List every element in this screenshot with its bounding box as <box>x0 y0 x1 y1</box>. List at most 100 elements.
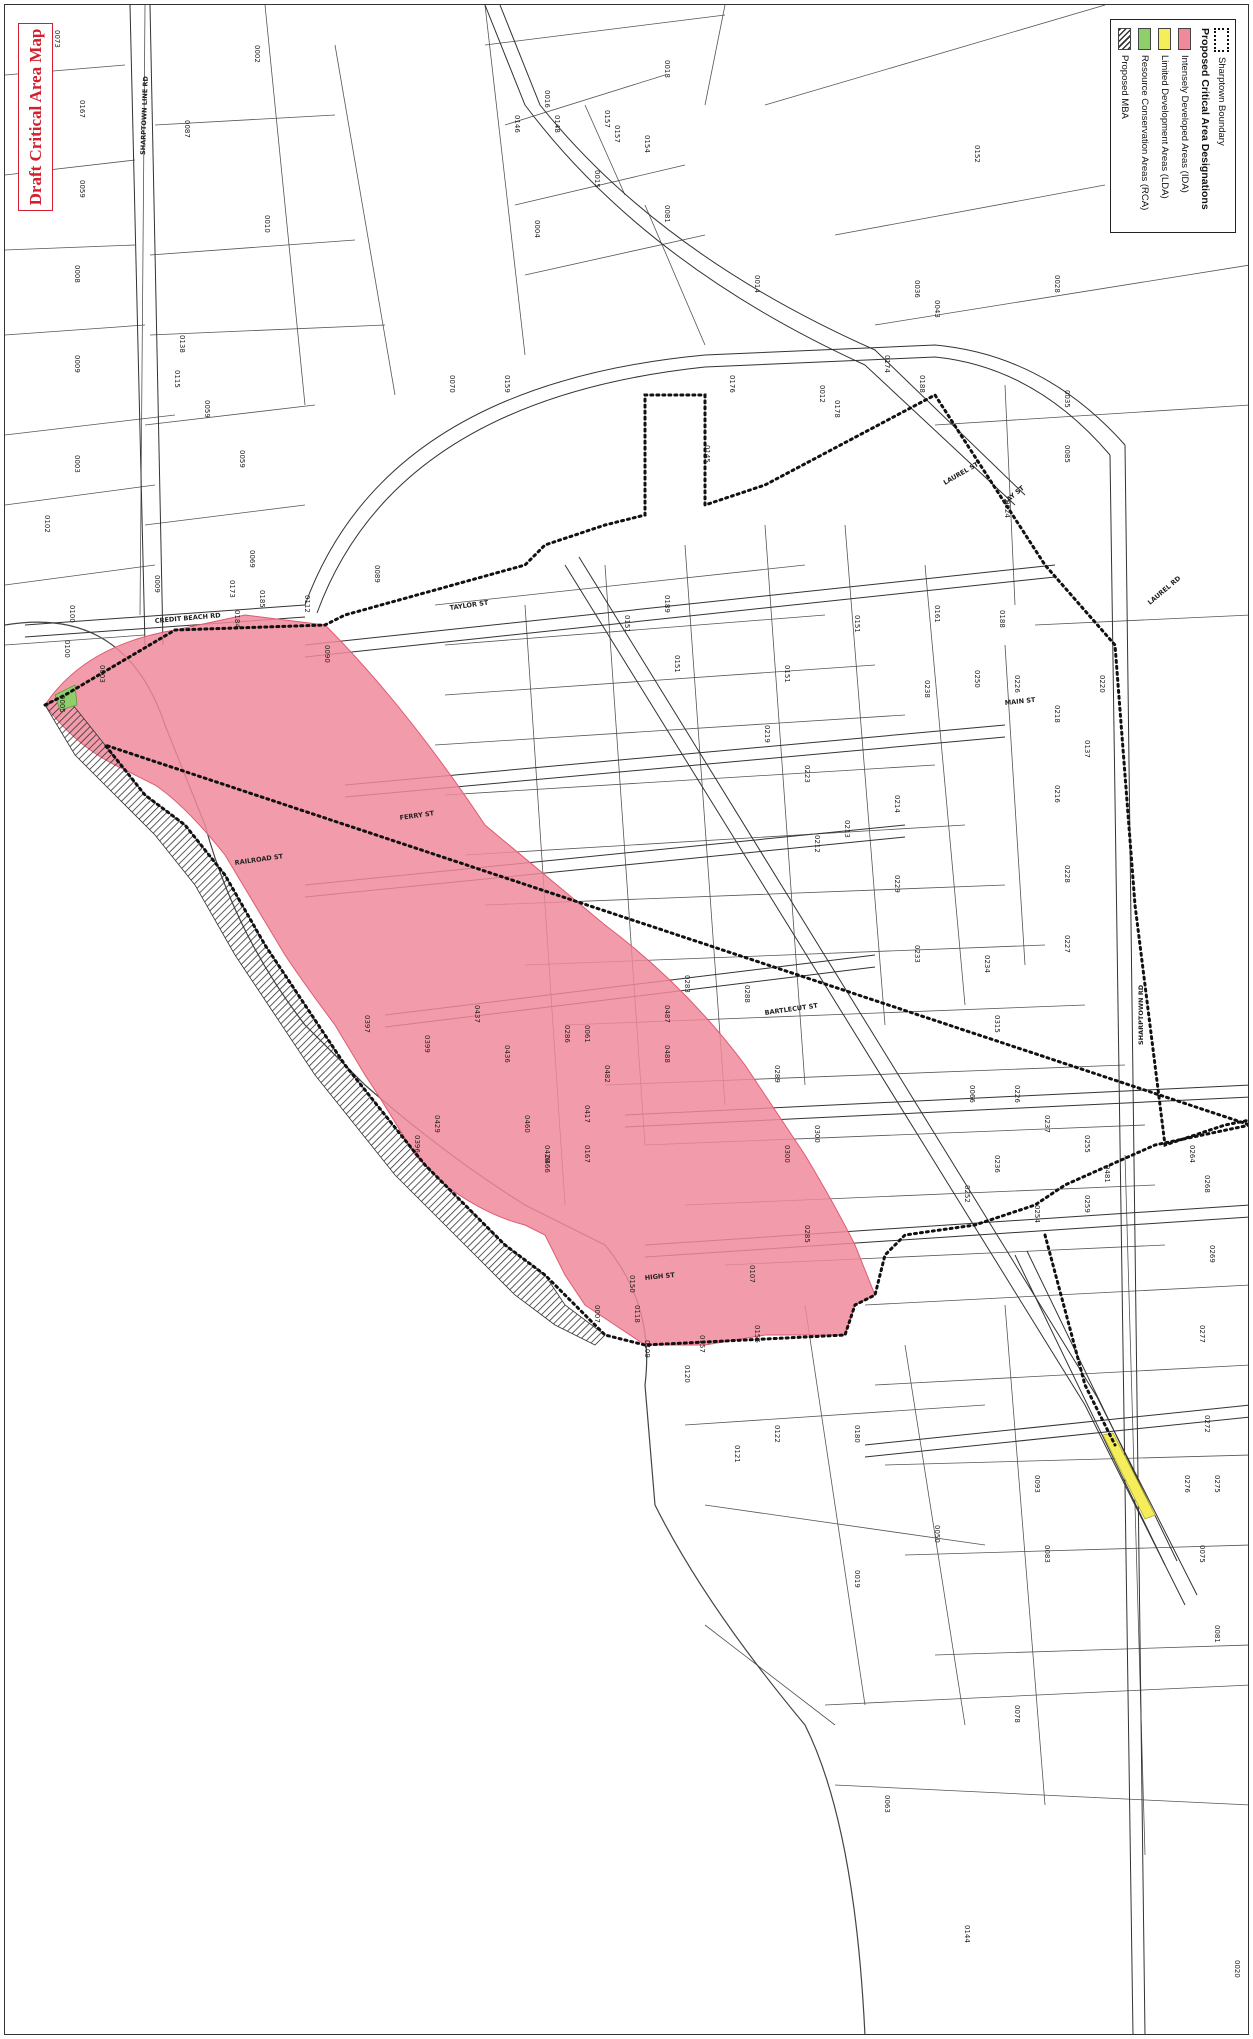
parcel-label: 0269 <box>1208 1245 1216 1263</box>
parcel-label: 0226 <box>1013 1085 1021 1103</box>
parcel-label: 0154 <box>643 135 651 153</box>
parcel-label: 0093 <box>1033 1475 1041 1493</box>
parcel-label: 0005 <box>58 695 66 713</box>
road-label: TAYLOR ST <box>449 599 489 612</box>
parcel-label: 0184 <box>233 610 241 628</box>
legend-heading-label: Proposed Critical Area Designations <box>1199 28 1211 210</box>
parcel-label: 0028 <box>1053 275 1061 293</box>
legend-item-ida: Intensely Developed Areas (IDA) <box>1178 28 1191 193</box>
parcel-label: 0151 <box>783 665 791 683</box>
parcel-label: 0120 <box>683 1365 691 1383</box>
map-title-box: Draft Critical Area Map <box>18 23 53 211</box>
parcel-label: 0255 <box>1083 1135 1091 1153</box>
parcel-label: 0107 <box>748 1265 756 1283</box>
sharptown-boundary[interactable] <box>43 393 1249 1347</box>
parcel-label: 0010 <box>263 215 271 233</box>
parcel-label: 0152 <box>973 145 981 163</box>
parcel-label: 0161 <box>933 605 941 623</box>
rca-swatch <box>1138 28 1151 50</box>
parcel-label: 0018 <box>663 60 671 78</box>
parcel-label: 0237 <box>1043 1115 1051 1133</box>
parcel-label: 0252 <box>963 1185 971 1203</box>
legend-label: Limited Development Areas (LDA) <box>1159 55 1170 199</box>
parcel-label: 0016 <box>543 90 551 108</box>
parcel-label: 0277 <box>1198 1325 1206 1343</box>
parcel-label: 0300 <box>813 1125 821 1143</box>
parcel-label: 0259 <box>1083 1195 1091 1213</box>
parcel-label: 0178 <box>833 400 841 418</box>
boundary-swatch <box>1214 28 1229 52</box>
legend: Sharptown Boundary Proposed Critical Are… <box>1110 19 1236 233</box>
parcel-label: 0087 <box>183 120 191 138</box>
parcel-label: 0220 <box>1098 675 1106 693</box>
parcel-label: 0156 <box>753 1325 761 1343</box>
parcel-label: 0189 <box>663 595 671 613</box>
parcel-label: 0174 <box>883 355 891 373</box>
parcel-label: 0004 <box>533 220 541 238</box>
parcel-label: 0227 <box>1063 935 1071 953</box>
parcel-label: 0007 <box>593 1305 601 1323</box>
parcel-label: 0115 <box>173 370 181 388</box>
parcel-label: 0176 <box>728 375 736 393</box>
parcel-label: 0100 <box>68 605 76 623</box>
parcel-label: 0429 <box>433 1115 441 1133</box>
parcel-label: 0417 <box>583 1105 591 1123</box>
parcel-label: 0250 <box>973 670 981 688</box>
parcel-label: 0437 <box>473 1005 481 1023</box>
road-label: HIGH ST <box>644 1271 675 1282</box>
parcel-label: 0015 <box>593 170 601 188</box>
parcel-label: 0100 <box>63 640 71 658</box>
parcel-label: 0218 <box>1053 705 1061 723</box>
parcel-label: 0145 <box>703 445 711 463</box>
parcel-label: 0157 <box>613 125 621 143</box>
legend-item-mba: Proposed MBA <box>1118 28 1131 119</box>
parcel-label: 0009 <box>73 355 81 373</box>
parcel-label: 0061 <box>583 1025 591 1043</box>
parcel-label: 0428 <box>543 1145 551 1163</box>
parcel-label: 0315 <box>993 1015 1001 1033</box>
parcel-label: 0144 <box>963 1925 971 1943</box>
lda-swatch <box>1158 28 1171 50</box>
parcel-label: 0229 <box>893 875 901 893</box>
legend-label: Proposed MBA <box>1119 55 1130 119</box>
parcel-label: 0075 <box>1198 1545 1206 1563</box>
parcel-label: 0090 <box>323 645 331 663</box>
parcel-label: 0012 <box>818 385 826 403</box>
lda-region[interactable] <box>1102 1432 1156 1520</box>
parcel-label: 0275 <box>1213 1475 1221 1493</box>
parcel-label: 0236 <box>993 1155 1001 1173</box>
parcel-label: 0073 <box>53 30 61 48</box>
parcel-label: 0436 <box>503 1045 511 1063</box>
parcel-label: 0009 <box>153 575 161 593</box>
road-label: SHARPTOWN RD <box>1137 984 1145 1045</box>
map-title: Draft Critical Area Map <box>25 28 45 206</box>
parcel-label: 0488 <box>663 1045 671 1063</box>
road-label: BARTLECUT ST <box>764 1002 819 1017</box>
parcel-label: 0185 <box>258 590 266 608</box>
parcel-label: 0151 <box>853 615 861 633</box>
legend-label: Intensely Developed Areas (IDA) <box>1179 55 1190 193</box>
parcel-label: 0234 <box>983 955 991 973</box>
parcel-label: 0118 <box>633 1305 641 1323</box>
parcel-label: 0272 <box>1203 1415 1211 1433</box>
road-label: SHARPTOWN LINE RD <box>139 75 150 155</box>
parcel-label: 0003 <box>73 455 81 473</box>
ida-region[interactable] <box>44 614 876 1346</box>
parcel-label: 0122 <box>773 1425 781 1443</box>
parcel-label: 0159 <box>503 375 511 393</box>
legend-item-lda: Limited Development Areas (LDA) <box>1158 28 1171 199</box>
parcel-label: 0081 <box>663 205 671 223</box>
parcel-label: 0121 <box>733 1445 741 1463</box>
parcel-label: 0151 <box>623 615 631 633</box>
parcel-map[interactable]: 0073016700590008000900030102010001000003… <box>5 5 1249 2035</box>
parcel-label: 0226 <box>1013 675 1021 693</box>
parcel-label: 0148 <box>553 115 561 133</box>
parcel-label: 0059 <box>203 400 211 418</box>
parcel-label: 0173 <box>228 580 236 598</box>
parcel-label: 0188 <box>918 375 926 393</box>
parcel-label: 0223 <box>803 765 811 783</box>
parcel-label: 0167 <box>583 1145 591 1163</box>
parcel-label: 0289 <box>773 1065 781 1083</box>
parcel-label: 0066 <box>968 1085 976 1103</box>
parcel-label: 0002 <box>253 45 261 63</box>
